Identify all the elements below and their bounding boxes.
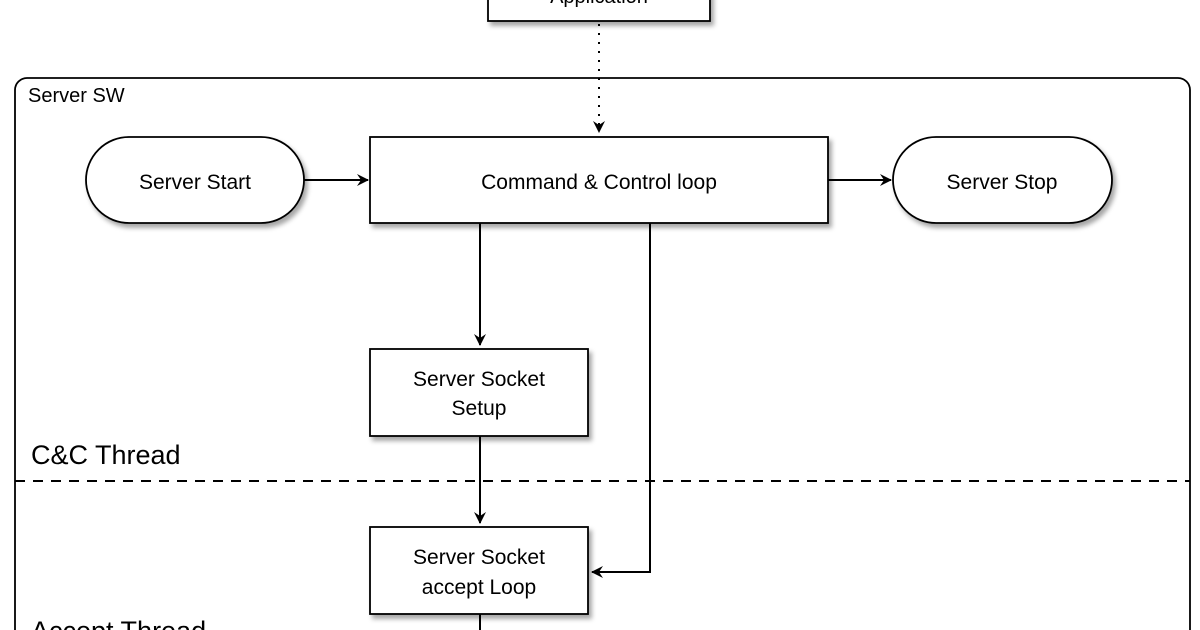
cc-thread-label: C&C Thread: [31, 440, 181, 470]
application-node: [487, 0, 711, 22]
accept-thread-label: Accept Thread: [31, 616, 206, 630]
server-stop-label: Server Stop: [947, 171, 1058, 194]
accept-loop-label-line2: accept Loop: [422, 576, 536, 599]
socket-setup-label-line1: Server Socket: [413, 368, 545, 391]
server-sw-label: Server SW: [28, 85, 125, 107]
accept-loop-label-line1: Server Socket: [413, 546, 545, 569]
socket-setup-node: [369, 348, 589, 437]
application-label: Application: [550, 0, 648, 8]
server-stop-node: [892, 136, 1113, 224]
server-start-label: Server Start: [139, 171, 251, 194]
socket-setup-label-line2: Setup: [452, 397, 507, 420]
server-sw-container: [14, 77, 1191, 630]
edge-cc-loop-to-accept-loop: [591, 223, 651, 578]
accept-loop-node: [369, 526, 589, 615]
cc-loop-label: Command & Control loop: [481, 171, 717, 194]
